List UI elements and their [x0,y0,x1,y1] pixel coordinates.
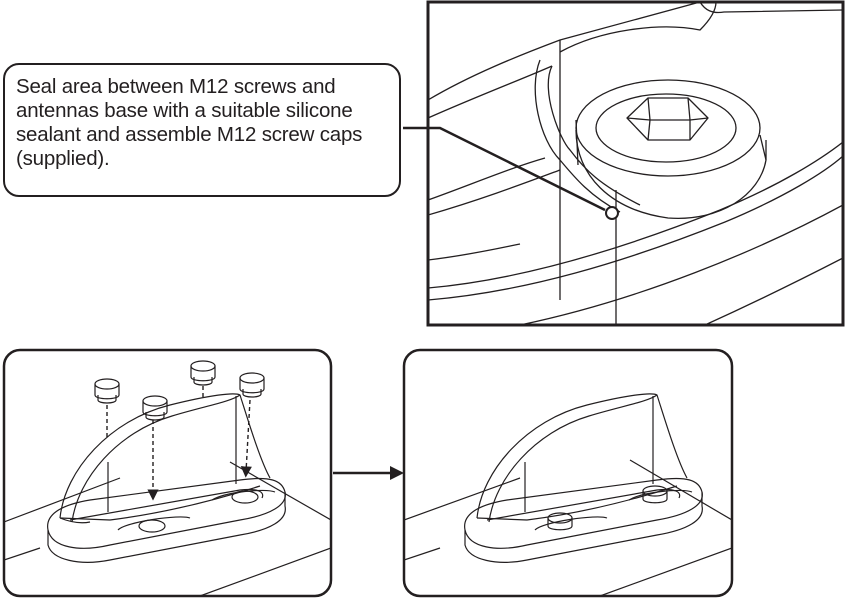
before-panel [2,348,333,598]
step-arrow [333,466,404,480]
target-point-marker [605,206,619,220]
screw-cap-4 [239,372,265,398]
screw-cap-3 [190,360,216,386]
guide-arrow-4 [240,399,252,478]
instruction-callout: Seal area between M12 screws and antenna… [3,63,401,197]
screw-cap-2 [142,395,168,421]
fitted-cap-left [547,512,573,531]
base-edge-front [428,141,843,289]
base-surface-top [428,2,701,101]
pocket-rim [547,65,641,206]
screw-cap-1 [94,378,120,404]
leader-line [403,126,619,220]
antenna-fin [59,393,271,519]
after-panel [402,348,734,598]
instruction-text: Seal area between M12 screws and antenna… [16,75,363,170]
antenna-fin-fitted [476,393,688,519]
detail-panel [426,0,845,327]
